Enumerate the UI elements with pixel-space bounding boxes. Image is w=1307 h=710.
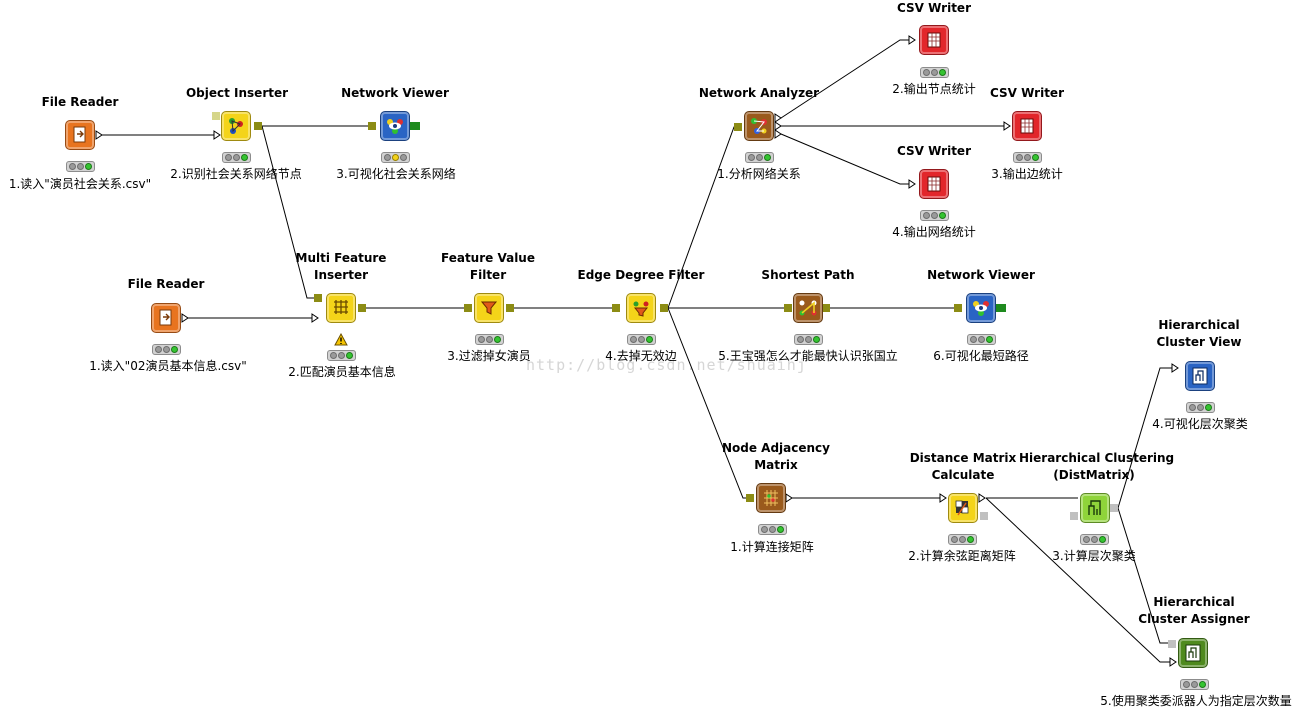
node-title-line2: Inserter <box>314 268 368 282</box>
watermark: http://blog.csdn.net/shuaihj <box>526 356 807 374</box>
connection-distance-matrix-to-cluster-assigner <box>985 497 1176 663</box>
multi-feature-inserter-icon[interactable] <box>326 293 356 323</box>
node-title: CSV Writer <box>990 86 1064 100</box>
warning-icon[interactable] <box>334 333 348 346</box>
node-title: Feature Value <box>441 251 535 265</box>
node-title: Object Inserter <box>185 86 289 100</box>
node-title: Network Viewer <box>341 86 449 100</box>
status-indicator <box>475 334 504 345</box>
node-title-line2: (DistMatrix) <box>1053 468 1135 482</box>
node-label: 4.可视化层次聚类 <box>1152 417 1248 431</box>
status-indicator <box>66 161 95 172</box>
hierarchical-clustering-icon[interactable] <box>1080 493 1110 523</box>
node-title-line2: Cluster View <box>1156 335 1242 349</box>
node-label: 3.过滤掉女演员 <box>447 349 531 363</box>
connection-clustering-to-cluster-view <box>1117 367 1178 509</box>
node-title-line2: Filter <box>469 268 507 282</box>
network-viewer-icon[interactable] <box>966 293 996 323</box>
status-indicator <box>1180 679 1209 690</box>
node-title: Edge Degree Filter <box>577 268 705 282</box>
csv-writer-icon[interactable] <box>919 169 949 199</box>
node-label: 1.分析网络关系 <box>717 167 801 181</box>
network-analyzer-icon[interactable] <box>744 111 774 141</box>
node-title: Node Adjacency <box>721 441 830 455</box>
status-indicator <box>152 344 181 355</box>
status-indicator <box>948 534 977 545</box>
node-label: 4.去掉无效边 <box>605 349 677 363</box>
node-label: 3.可视化社会关系网络 <box>336 167 456 181</box>
node-adjacency-matrix-icon[interactable] <box>756 483 786 513</box>
status-indicator <box>794 334 823 345</box>
status-indicator <box>920 210 949 221</box>
status-indicator <box>1013 152 1042 163</box>
status-indicator <box>327 350 356 361</box>
node-label: 2.输出节点统计 <box>892 82 976 96</box>
csv-writer-icon[interactable] <box>1012 111 1042 141</box>
object-inserter-icon[interactable] <box>221 111 251 141</box>
node-title: Hierarchical <box>1158 318 1240 332</box>
node-title: Network Viewer <box>927 268 1035 282</box>
node-title: CSV Writer <box>897 1 971 15</box>
node-title-line2: Matrix <box>754 458 798 472</box>
node-title: Distance Matrix <box>909 451 1017 465</box>
feature-value-filter-icon[interactable] <box>474 293 504 323</box>
node-label: 3.计算层次聚类 <box>1052 549 1136 563</box>
node-label: 5.使用聚类委派器人为指定层次数量 <box>1100 694 1292 708</box>
status-indicator <box>1186 402 1215 413</box>
file-reader-icon[interactable] <box>151 303 181 333</box>
node-label: 6.可视化最短路径 <box>933 349 1029 363</box>
status-indicator <box>381 152 410 163</box>
status-indicator <box>1080 534 1109 545</box>
node-title-line2: Calculate <box>931 468 995 482</box>
node-label: 1.计算连接矩阵 <box>730 540 814 554</box>
status-indicator <box>758 524 787 535</box>
node-label: 2.识别社会关系网络节点 <box>170 167 302 181</box>
node-title: Network Analyzer <box>698 86 820 100</box>
node-title: Hierarchical <box>1153 595 1235 609</box>
status-indicator <box>222 152 251 163</box>
node-label: 5.王宝强怎么才能最快认识张国立 <box>718 349 898 363</box>
node-title: Shortest Path <box>761 268 855 282</box>
csv-writer-icon[interactable] <box>919 25 949 55</box>
connection-network-analyzer-to-csv-writer-1 <box>780 39 915 119</box>
status-indicator <box>745 152 774 163</box>
status-indicator <box>920 67 949 78</box>
file-reader-icon[interactable] <box>65 120 95 150</box>
node-label: 2.匹配演员基本信息 <box>288 365 396 379</box>
node-title: Hierarchical Clustering <box>1019 451 1175 465</box>
node-title: CSV Writer <box>897 144 971 158</box>
node-title: File Reader <box>41 95 119 109</box>
node-title: Multi Feature <box>295 251 387 265</box>
hierarchical-cluster-view-icon[interactable] <box>1185 361 1215 391</box>
node-label: 4.输出网络统计 <box>892 225 976 239</box>
node-label: 3.输出边统计 <box>991 167 1063 181</box>
node-label: 1.读入"演员社会关系.csv" <box>8 177 152 191</box>
distance-matrix-icon[interactable] <box>948 493 978 523</box>
node-label: 2.计算余弦距离矩阵 <box>908 549 1016 563</box>
status-indicator <box>627 334 656 345</box>
network-viewer-icon[interactable] <box>380 111 410 141</box>
hierarchical-cluster-assigner-icon[interactable] <box>1178 638 1208 668</box>
node-title: File Reader <box>127 277 205 291</box>
shortest-path-icon[interactable] <box>793 293 823 323</box>
status-indicator <box>967 334 996 345</box>
node-label: 1.读入"02演员基本信息.csv" <box>89 359 247 373</box>
edge-degree-filter-icon[interactable] <box>626 293 656 323</box>
node-title-line2: Cluster Assigner <box>1138 612 1250 626</box>
